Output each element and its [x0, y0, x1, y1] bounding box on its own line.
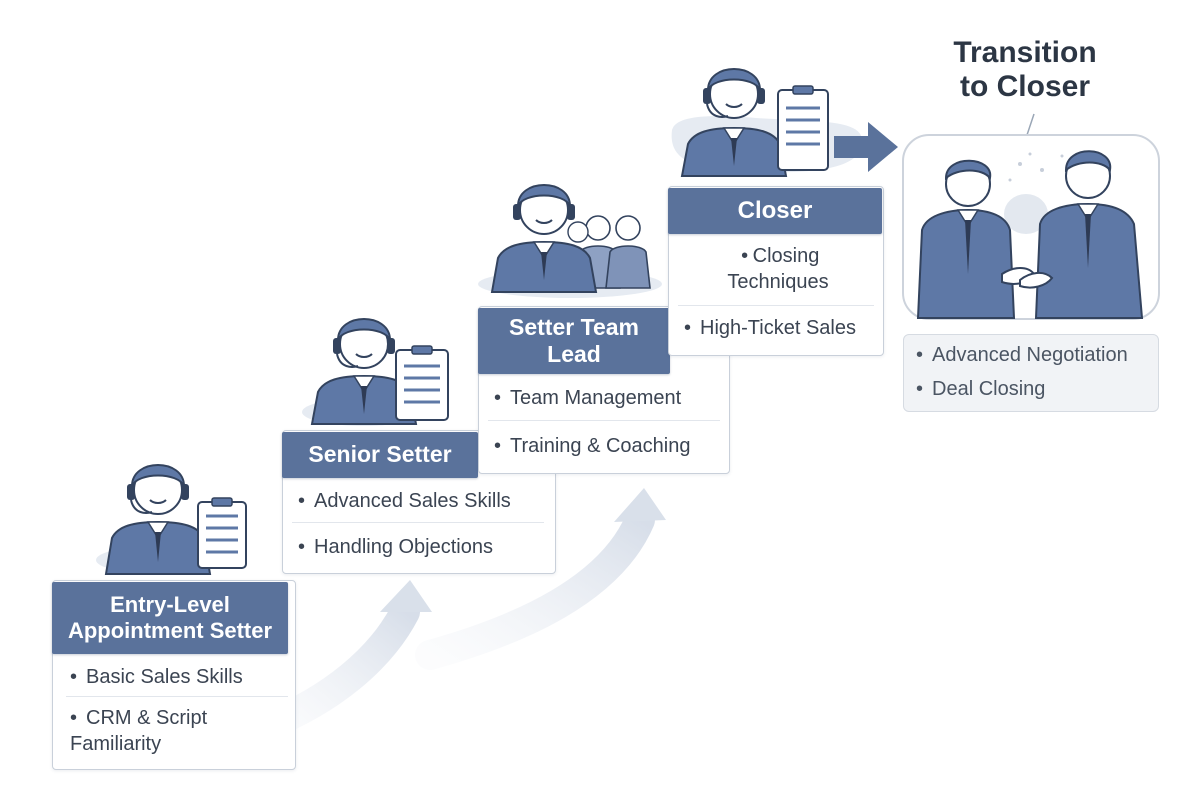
team-icon: [478, 184, 662, 298]
divider: [488, 420, 720, 421]
closer-skills-card: •Advanced Negotiation •Deal Closing: [903, 334, 1159, 412]
title-line-2: to Closer: [959, 69, 1091, 103]
list-item: •High-Ticket Sales: [684, 317, 856, 339]
list-item: •Closing Techniques: [727, 245, 829, 293]
list-item: •CRM & Script Familiarity: [70, 707, 208, 755]
stage-title: Setter Team Lead: [478, 308, 670, 374]
list-item: •Training & Coaching: [494, 435, 691, 457]
stage-title: Closer: [668, 188, 882, 234]
list-item: •Handling Objections: [298, 536, 493, 558]
list-item: •Basic Sales Skills: [70, 666, 243, 688]
headset-person-icon: [96, 464, 220, 575]
divider: [678, 305, 874, 306]
page-title: Transition to Closer: [920, 36, 1130, 103]
divider: [66, 696, 288, 697]
right-arrow-icon: [834, 122, 898, 172]
handshake-icon: [902, 134, 1160, 320]
headset-person-icon: [302, 318, 426, 426]
stage-title: Entry-Level Appointment Setter: [52, 582, 288, 654]
title-line-1: Transition: [953, 36, 1097, 69]
divider: [292, 522, 544, 523]
list-item: •Advanced Sales Skills: [298, 490, 511, 512]
curved-progress-arrow-icon: [415, 488, 666, 670]
list-item: •Deal Closing: [916, 378, 1046, 400]
list-item: •Team Management: [494, 387, 682, 409]
clipboard-checklist-icon: [395, 345, 449, 421]
clipboard-checklist-icon: [777, 85, 829, 171]
stage-title: Senior Setter: [282, 432, 478, 478]
clipboard-checklist-icon: [197, 497, 247, 569]
list-item: •Advanced Negotiation: [916, 344, 1128, 366]
headset-person-icon: [671, 68, 863, 177]
